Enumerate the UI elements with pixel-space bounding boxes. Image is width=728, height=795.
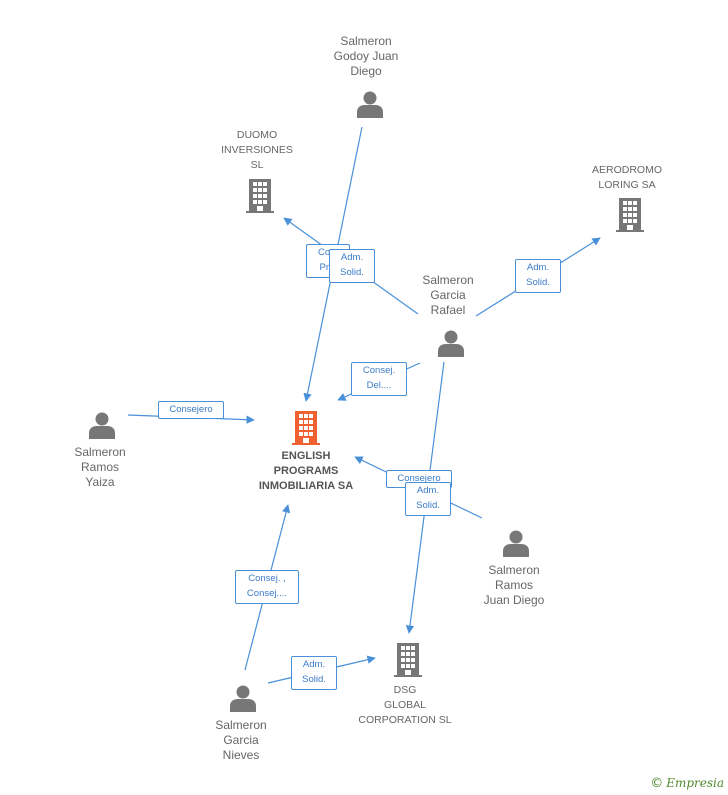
yaiza-label[interactable]: Salmeron Ramos Yaiza bbox=[74, 445, 126, 489]
edge-label-nieves-dsg[interactable]: Adm. Solid. bbox=[291, 656, 337, 690]
duomo-building-icon[interactable] bbox=[246, 179, 274, 213]
rafael-label[interactable]: Salmeron Garcia Rafael bbox=[422, 273, 474, 317]
edge-label-rafael-aerodromo[interactable]: Adm. Solid. bbox=[515, 259, 561, 293]
brand-name: Empresia bbox=[666, 776, 724, 790]
rafael-person-icon[interactable] bbox=[438, 330, 464, 358]
yaiza-person-icon[interactable] bbox=[89, 412, 115, 440]
copyright-icon: © bbox=[650, 776, 664, 791]
godoy-label[interactable]: Salmeron Godoy Juan Diego bbox=[333, 34, 399, 78]
juan-person-icon[interactable] bbox=[503, 530, 529, 558]
juan-label[interactable]: Salmeron Ramos Juan Diego bbox=[483, 563, 545, 607]
aerodromo-label[interactable]: AERODROMO LORING SA bbox=[591, 164, 662, 191]
duomo-label[interactable]: DUOMO INVERSIONES SL bbox=[221, 129, 293, 171]
edge-label-rafael-english[interactable]: Consej. Del.... bbox=[351, 362, 407, 396]
dsg-label[interactable]: DSG GLOBAL CORPORATION SL bbox=[358, 684, 452, 726]
main-company-building-icon[interactable] bbox=[292, 411, 320, 445]
main-company-label[interactable]: ENGLISH PROGRAMS INMOBILIARIA SA bbox=[258, 450, 354, 492]
empresia-watermark: ©Empresia bbox=[650, 776, 724, 791]
dsg-building-icon[interactable] bbox=[394, 643, 422, 677]
edge-label-rafael-dsg[interactable]: Adm. Solid. bbox=[405, 482, 451, 516]
nieves-person-icon[interactable] bbox=[230, 685, 256, 713]
edge-label-yaiza-english[interactable]: Consejero bbox=[158, 401, 224, 419]
nieves-label[interactable]: Salmeron Garcia Nieves bbox=[215, 718, 267, 762]
godoy-person-icon[interactable] bbox=[357, 91, 383, 119]
aerodromo-building-icon[interactable] bbox=[616, 198, 644, 232]
edge-label-nieves-english[interactable]: Consej. , Consej.... bbox=[235, 570, 299, 604]
edge-label-godoy-english[interactable]: Adm. Solid. bbox=[329, 249, 375, 283]
